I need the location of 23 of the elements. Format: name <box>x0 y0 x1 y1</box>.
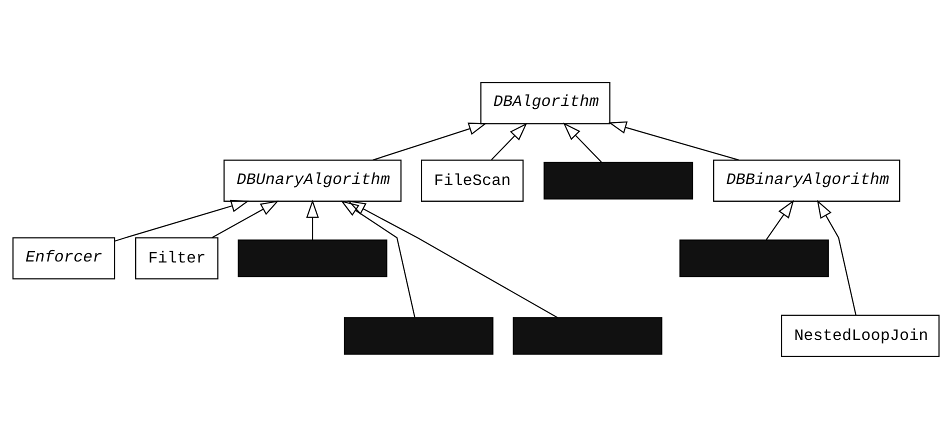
arrow <box>816 199 856 315</box>
node-box <box>544 161 694 200</box>
node-box <box>512 316 662 354</box>
node-box: DBAlgorithm <box>480 82 610 124</box>
node-box: DBBinaryAlgorithm <box>713 159 900 202</box>
arrow <box>114 199 250 242</box>
arrow <box>372 122 487 160</box>
arrow <box>563 122 602 162</box>
node-box: FileScan <box>420 159 524 202</box>
node-box: NestedLoopJoin <box>780 314 940 356</box>
node-box: DBUnaryAlgorithm <box>224 159 402 202</box>
arrow <box>212 200 279 238</box>
node-box <box>679 238 829 277</box>
arrow <box>491 122 528 160</box>
arrow <box>347 200 558 318</box>
node-box: Enforcer <box>12 236 116 279</box>
arrow <box>306 199 319 240</box>
arrow <box>608 120 740 160</box>
arrow <box>766 199 794 240</box>
node-box: Filter <box>135 236 218 279</box>
node-box <box>238 238 388 277</box>
arrow <box>340 200 416 318</box>
node-box <box>344 316 494 354</box>
